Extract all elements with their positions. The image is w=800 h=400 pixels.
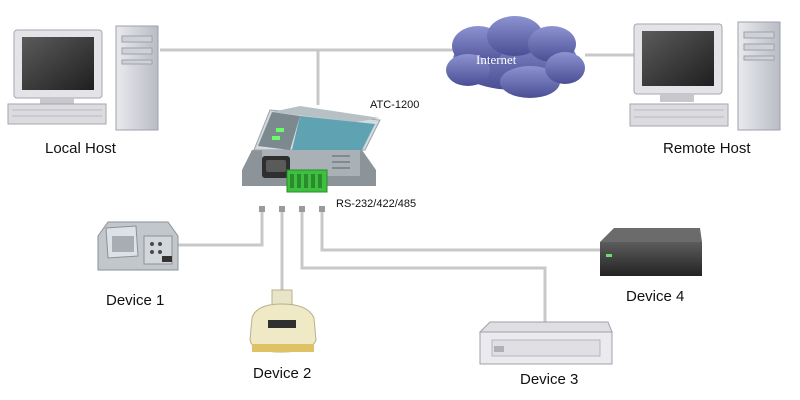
serial-server-icon	[242, 106, 381, 193]
internet-cloud-icon	[446, 16, 585, 98]
network-box-icon	[600, 228, 702, 276]
device-model-label: ATC-1200	[370, 99, 420, 111]
fax-machine-icon	[97, 221, 179, 271]
internet-label: Internet	[476, 52, 517, 67]
local-host-label: Local Host	[45, 140, 116, 157]
device4-label: Device 4	[626, 288, 685, 305]
cable-device1	[178, 212, 264, 247]
serial-ports-label: RS-232/422/485	[336, 198, 417, 210]
cable-plugs	[259, 206, 325, 212]
remote-host-label: Remote Host	[663, 140, 751, 157]
barcode-scanner-icon	[249, 289, 317, 353]
cable-local-host	[160, 48, 320, 105]
device2-label: Device 2	[253, 365, 312, 382]
device1-label: Device 1	[106, 292, 165, 309]
panel-display-icon	[478, 321, 613, 365]
local-host-computer-icon	[7, 25, 159, 131]
cables	[160, 48, 640, 325]
cable-device3	[300, 212, 547, 325]
cable-device4	[320, 212, 600, 252]
device3-label: Device 3	[520, 371, 579, 388]
remote-host-computer-icon	[629, 21, 781, 131]
